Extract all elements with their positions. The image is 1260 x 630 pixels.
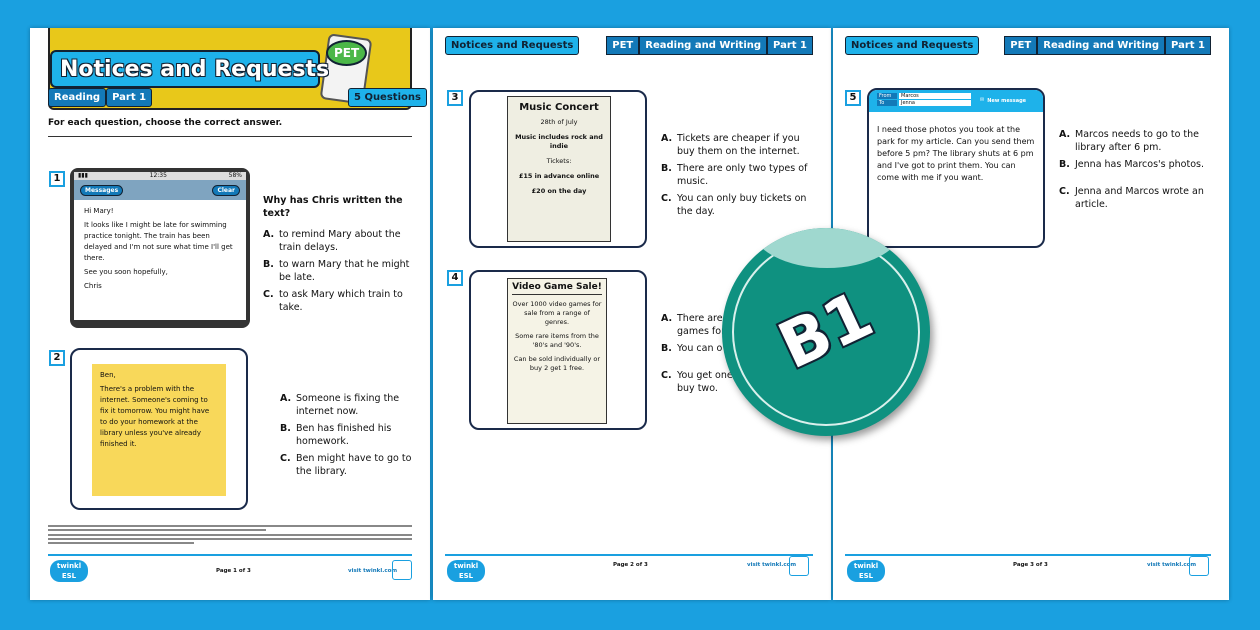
page-number: Page 2 of 3 [613,562,648,568]
title-tags: Reading Part 1 [48,88,153,107]
option-c[interactable]: C.You get one buy two. [661,370,733,394]
phone-message: ▮▮▮ 12:35 58% Messages Clear Hi Mary! It… [70,168,250,328]
footer-line [48,554,412,556]
question-3: A.Tickets are cheaper if you buy them on… [661,132,811,222]
option-b[interactable]: B.You can o [661,343,723,354]
new-message-label: New message [987,98,1027,104]
twinkl-logo: twinkl ESL [50,560,88,582]
tag-pet: PET [606,36,640,55]
footer-line [445,554,813,556]
twinkl-logo: twinkl ESL [847,560,885,582]
question-number: 2 [49,350,65,366]
poster-box: Video Game Sale! Over 1000 video games f… [469,270,647,430]
question-number: 4 [447,270,463,286]
option-a[interactable]: A.There are games for [661,313,725,337]
message-line: It looks like I might be late for swimmi… [84,221,233,262]
question-number: 1 [49,171,65,187]
question-1: Why has Chris written the text? A.to rem… [263,194,423,318]
option-b[interactable]: B.to warn Mary that he might be late. [263,259,410,283]
tag-reading: Reading [48,88,107,107]
footer-line [845,554,1211,556]
sticky-note: Ben,There's a problem with the internet.… [92,364,226,496]
page-number: Page 1 of 3 [216,568,251,574]
tag-pet: PET [1004,36,1038,55]
visit-link[interactable]: visit twinkl.com [747,562,797,568]
tag-part: Part 1 [767,36,813,55]
clear-button: Clear [212,184,240,196]
sale-poster: Video Game Sale! Over 1000 video games f… [507,278,607,424]
tag-part: Part 1 [106,88,153,107]
option-c[interactable]: C.You can only buy tickets on the day. [661,193,807,217]
tag-reading-writing: Reading and Writing [1037,36,1166,55]
option-c[interactable]: C.Ben might have to go to the library. [280,453,412,477]
visit-link[interactable]: visit twinkl.com [348,568,398,574]
question-4: A.There are games for B.You can o C.You … [661,312,741,399]
poster-box: Music Concert 28th of July Music include… [469,90,647,248]
header-title: Notices and Requests [445,36,580,55]
header-title: Notices and Requests [845,36,980,55]
questions-badge: 5 Questions [348,88,427,107]
option-b[interactable]: B.Ben has finished his homework. [280,423,392,447]
page-title: Notices and Requests [50,50,329,88]
messages-back-button: Messages [80,184,124,196]
signal-icon: ▮▮▮ [78,172,88,179]
divider [48,136,412,137]
tag-part: Part 1 [1165,36,1211,55]
quality-badge-icon [789,556,809,576]
disclaimer [48,525,412,544]
envelope-icon: ✉ [980,97,985,103]
message-line: Hi Mary! [84,207,114,215]
page-number: Page 3 of 3 [1013,562,1048,568]
email-body: I need those photos you took at the park… [877,125,1035,182]
worksheet-page-1: PET Notices and Requests Reading Part 1 … [30,28,430,600]
level-badge: B1 [722,228,930,436]
question-2: A.Someone is fixing the internet now. B.… [280,392,415,482]
header-tags: PET Reading and Writing Part 1 [1004,36,1211,55]
quality-badge-icon [392,560,412,580]
visit-link[interactable]: visit twinkl.com [1147,562,1197,568]
concert-poster: Music Concert 28th of July Music include… [507,96,611,242]
option-b[interactable]: B.There are only two types of music. [661,163,808,187]
message-line: Chris [84,282,102,290]
tag-reading-writing: Reading and Writing [639,36,768,55]
instruction: For each question, choose the correct an… [48,118,283,128]
option-c[interactable]: C.Jenna and Marcos wrote an article. [1059,186,1204,210]
option-c[interactable]: C.to ask Mary which train to take. [263,289,403,313]
pet-badge: PET [326,40,368,66]
phone-time: 12:35 [149,172,167,179]
question-number: 5 [845,90,861,106]
note-box: Ben,There's a problem with the internet.… [70,348,248,510]
twinkl-logo: twinkl ESL [447,560,485,582]
option-a[interactable]: A.to remind Mary about the train delays. [263,229,401,253]
quality-badge-icon [1189,556,1209,576]
message-line: See you soon hopefully, [84,268,168,276]
to-field: Jenna [899,100,971,106]
header-tags: PET Reading and Writing Part 1 [606,36,813,55]
option-b[interactable]: B.Jenna has Marcos's photos. [1059,159,1204,170]
question-text: Why has Chris written the text? [263,195,403,219]
question-5: A.Marcos needs to go to the library afte… [1059,128,1209,215]
question-number: 3 [447,90,463,106]
from-field: Marcos [899,93,971,99]
phone-battery: 58% [228,172,242,179]
option-a[interactable]: A.Someone is fixing the internet now. [280,393,400,417]
option-a[interactable]: A.Tickets are cheaper if you buy them on… [661,133,800,157]
option-a[interactable]: A.Marcos needs to go to the library afte… [1059,129,1199,153]
